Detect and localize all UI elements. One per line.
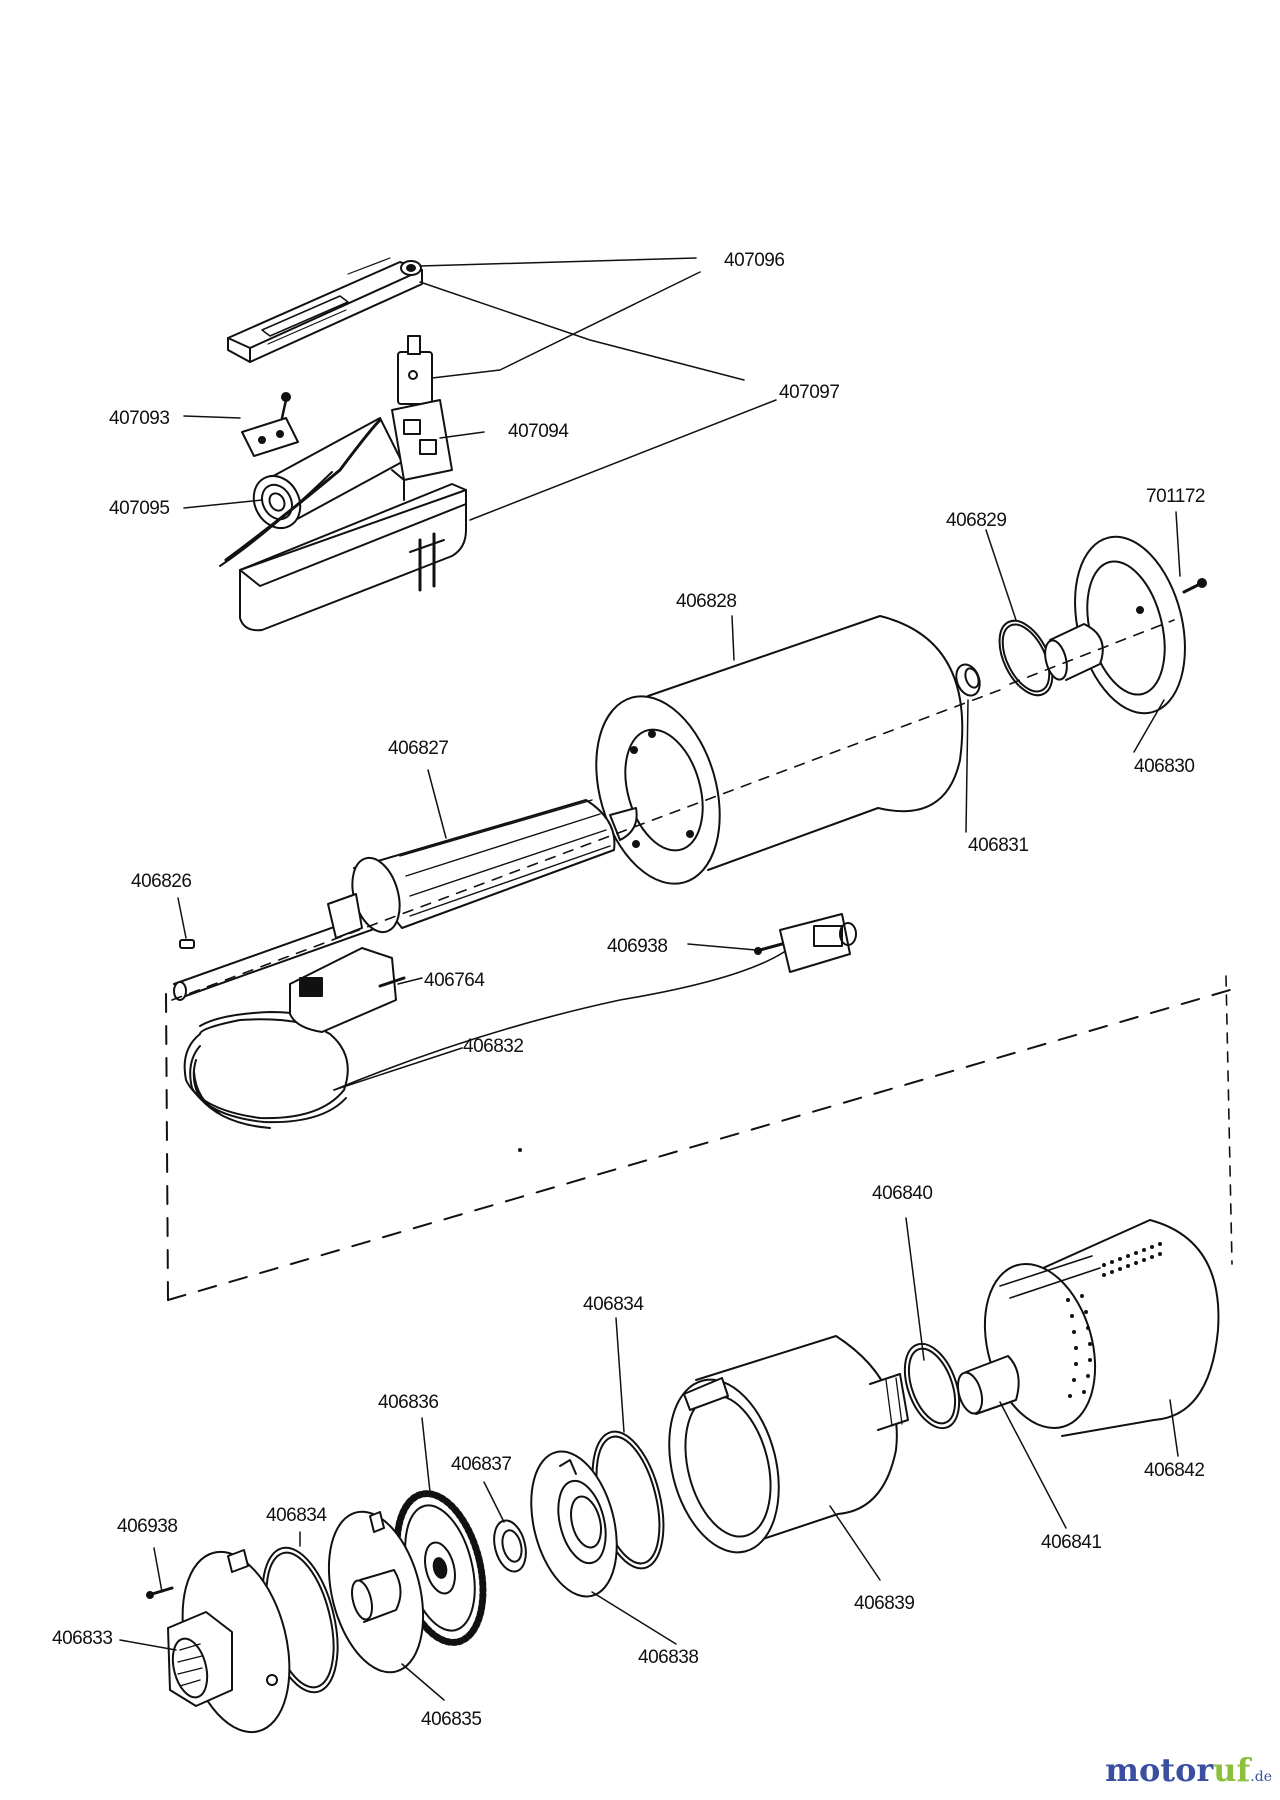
part-label-406841: 406841 [1041, 1532, 1102, 1553]
part-label-406839: 406839 [854, 1593, 915, 1614]
part-label-406764: 406764 [424, 970, 485, 991]
leader-lines [119, 257, 1181, 1701]
screw-701172 [1182, 578, 1207, 594]
bearing-ring-406831 [955, 663, 981, 697]
part-label-406828: 406828 [676, 591, 737, 612]
key-406826 [179, 939, 195, 949]
part-label-407097: 407097 [779, 382, 840, 403]
part-label-406832: 406832 [463, 1036, 524, 1057]
part-label-406834-lower: 406834 [266, 1505, 327, 1526]
bracket-dashes [165, 989, 1231, 1301]
part-label-406831: 406831 [968, 835, 1029, 856]
part-label-406938-upper: 406938 [607, 936, 668, 957]
part-label-406833: 406833 [52, 1628, 113, 1649]
part-label-406836: 406836 [378, 1392, 439, 1413]
control-box-switch [397, 335, 433, 405]
capacitor [219, 417, 403, 567]
control-box-housing [239, 483, 467, 632]
disc-406835 [327, 1510, 425, 1674]
plug-406764 [289, 947, 406, 1033]
end-shield-406830 [1044, 535, 1186, 715]
rotor-406827 [173, 799, 638, 1001]
control-box-bracket [241, 392, 299, 457]
sensor-406938 [754, 913, 857, 973]
end-cover-406833 [167, 1549, 291, 1734]
part-label-407095: 407095 [109, 498, 170, 519]
part-label-407096: 407096 [724, 250, 785, 271]
disc-406838 [530, 1450, 618, 1598]
brand-name-part-a: motor [1105, 1751, 1214, 1789]
axis-lines [171, 619, 1233, 1265]
part-label-406826: 406826 [131, 871, 192, 892]
stator-housing [595, 615, 964, 885]
part-label-406834-upper: 406834 [583, 1294, 644, 1315]
o-ring-406840 [903, 1342, 961, 1430]
part-label-407094: 407094 [508, 421, 569, 442]
perforations [1066, 1242, 1162, 1398]
part-label-406837: 406837 [451, 1454, 512, 1475]
brand-name-part-b: uf [1213, 1751, 1251, 1789]
part-label-406838: 406838 [638, 1647, 699, 1668]
terminal-block [391, 399, 453, 501]
part-label-406835: 406835 [421, 1709, 482, 1730]
part-label-407093: 407093 [109, 408, 170, 429]
brand-watermark: motoruf.de [1105, 1754, 1272, 1786]
part-label-406827: 406827 [388, 738, 449, 759]
sleeve-406841 [956, 1355, 1020, 1415]
part-label-406938-lower: 406938 [117, 1516, 178, 1537]
brand-domain-suffix: .de [1250, 1769, 1272, 1785]
part-label-406842: 406842 [1144, 1460, 1205, 1481]
bearing-406837 [493, 1519, 527, 1573]
screw-406938-lower [146, 1586, 174, 1599]
gear-housing-406839 [668, 1335, 909, 1554]
part-label-406829: 406829 [946, 510, 1007, 531]
part-label-406840: 406840 [872, 1183, 933, 1204]
part-label-406830: 406830 [1134, 756, 1195, 777]
part-label-701172: 701172 [1146, 486, 1206, 507]
control-box-lid [227, 257, 423, 363]
housing-406842 [983, 1219, 1220, 1437]
